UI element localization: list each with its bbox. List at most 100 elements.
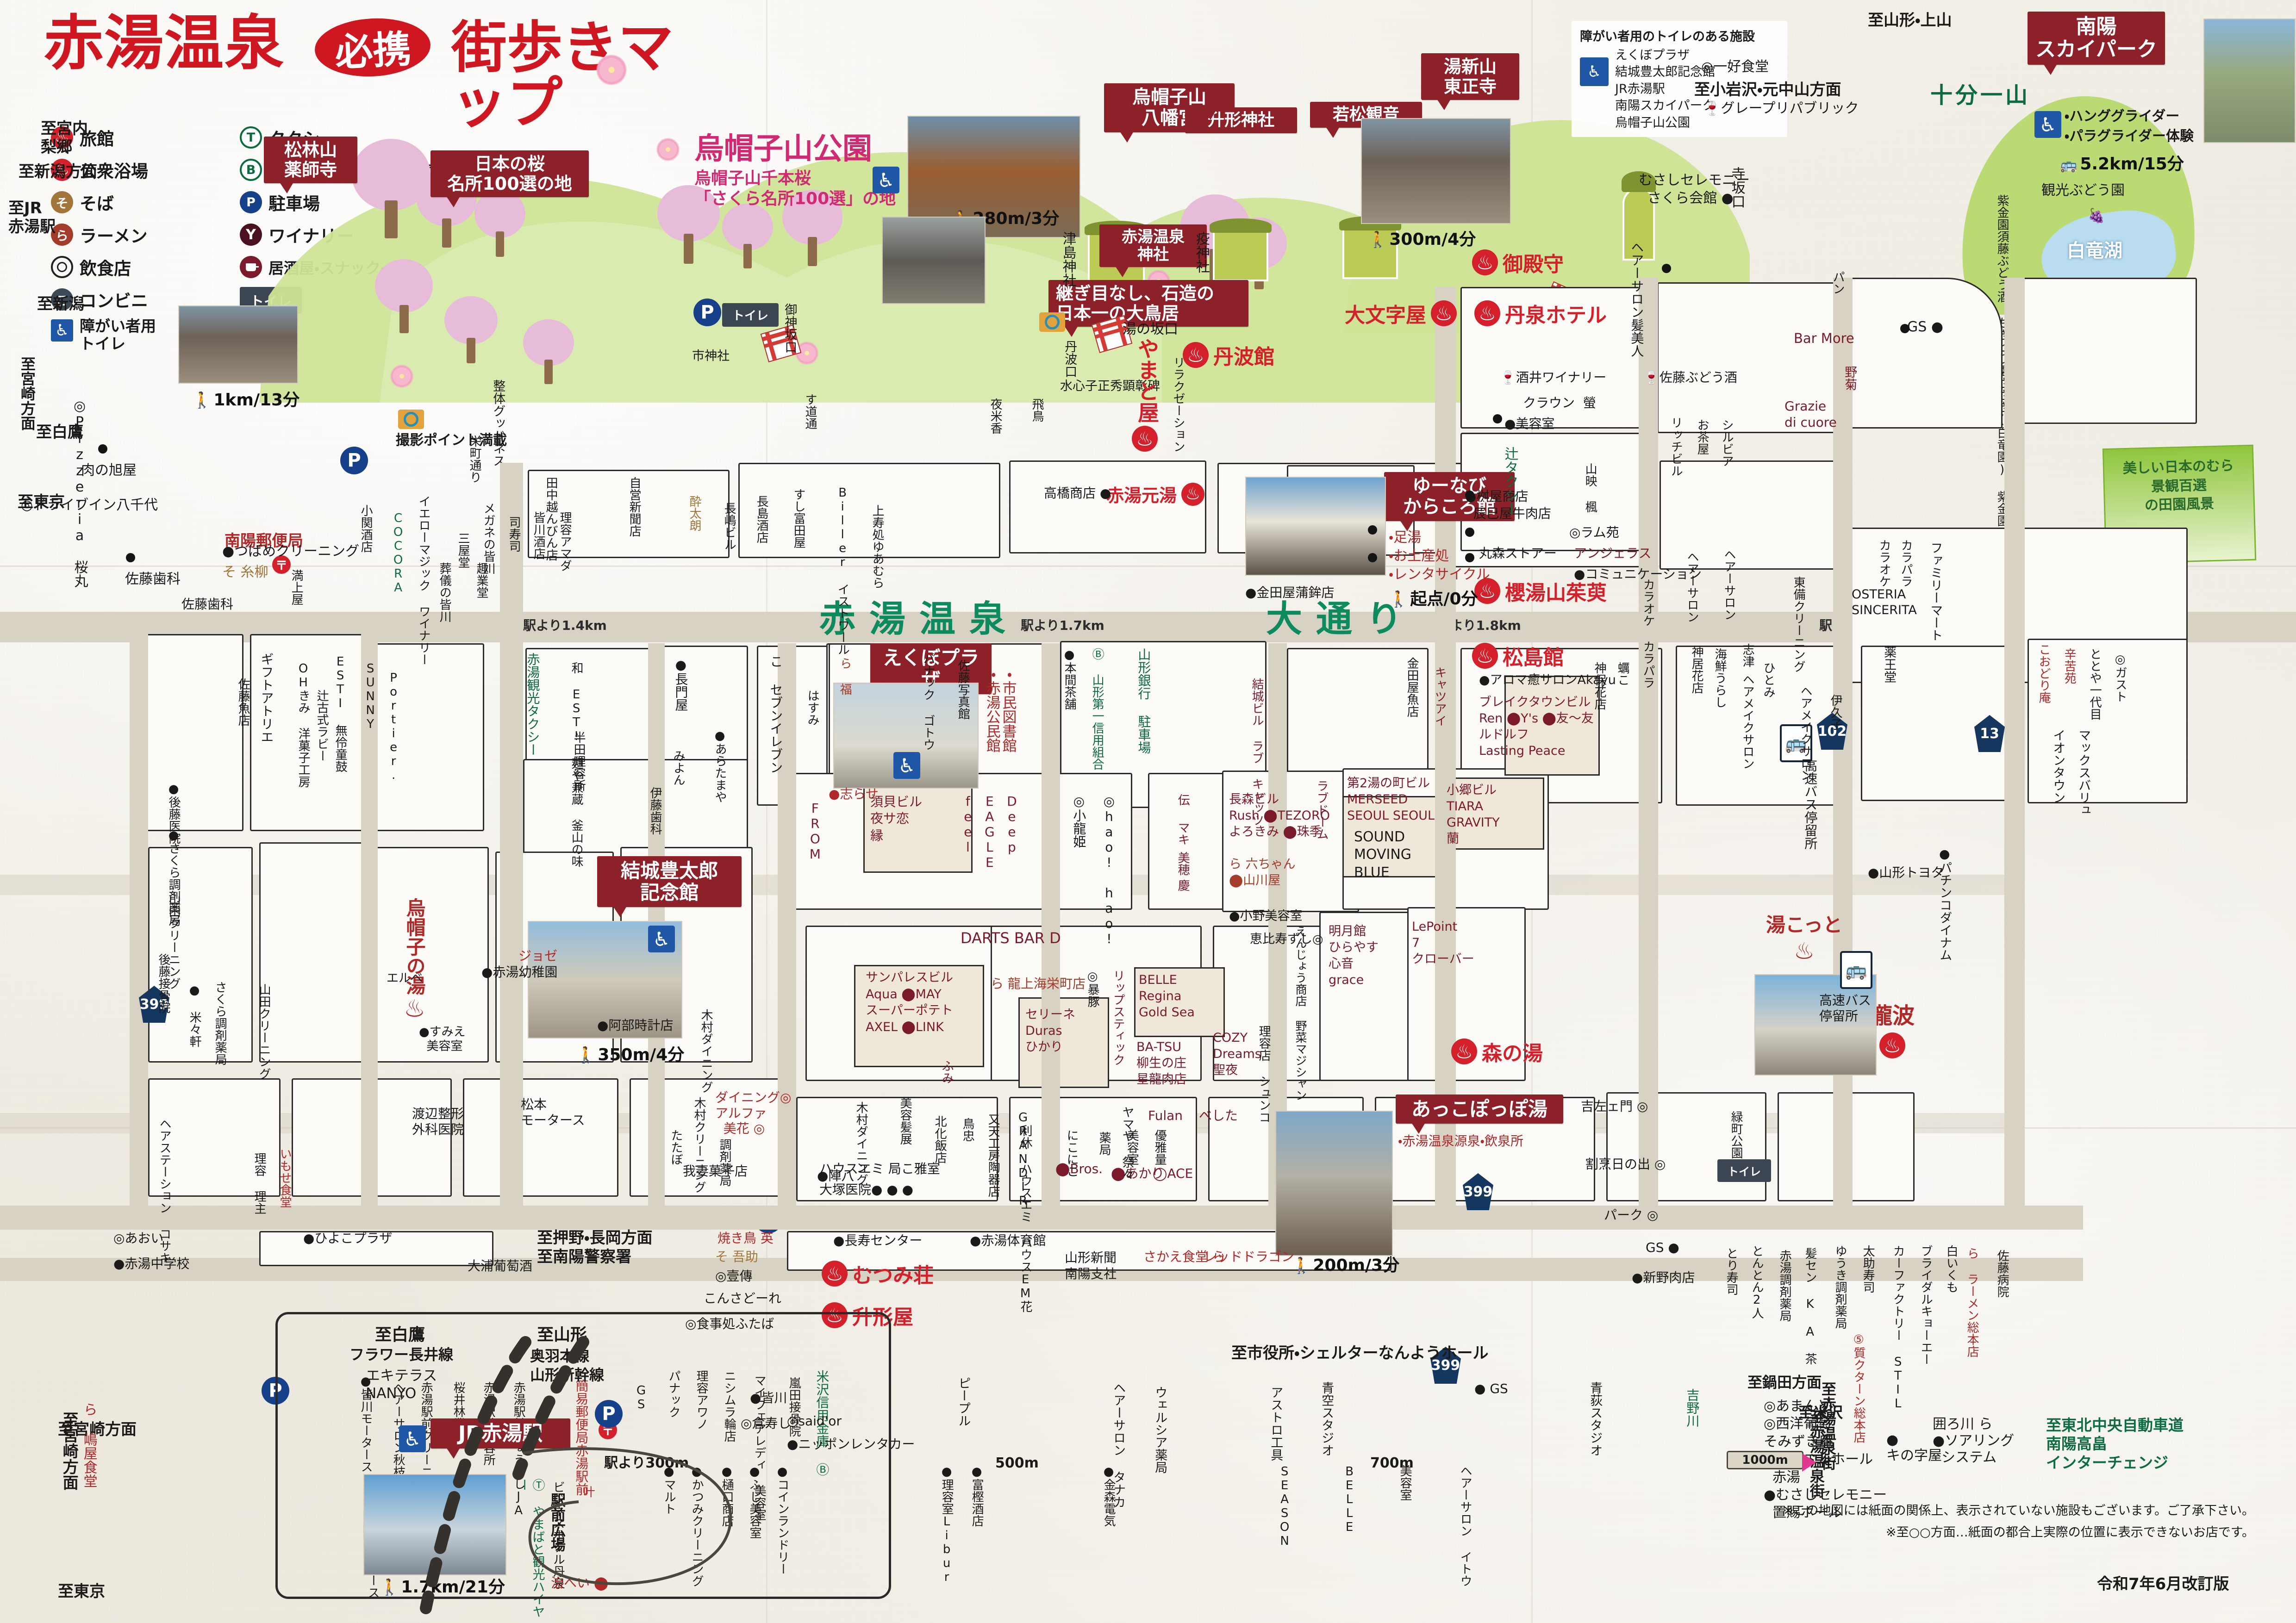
main-street-label-2: 大通り <box>1266 598 1416 640</box>
label-sanei-kaede: 山映 楓 <box>1583 463 1597 513</box>
label-tontonchan: とんとん2人 <box>1750 1245 1764 1319</box>
label-seitai-goodness: 整体グッドネス <box>491 379 505 467</box>
onsen-daimonjiya[interactable]: 大文字屋 <box>1345 298 1457 328</box>
onsen-label: 松島館 <box>1503 646 1564 670</box>
onsen-tansen-hotel[interactable]: 丹泉ホテル <box>1474 298 1607 328</box>
onsen-masugataya[interactable]: 升形屋 <box>822 1300 913 1330</box>
sakura-blossom-icon <box>657 139 679 160</box>
label-imose-shokudo: いもせ食堂 <box>278 1148 292 1208</box>
onsen-mori-no-yu[interactable]: 森の湯 <box>1451 1037 1543 1066</box>
label-minagawa-motors: ●皆川モータース <box>359 1374 373 1473</box>
label-sumie-beauty: ●すみえ 美容室 <box>419 1025 466 1054</box>
label-ebisu-sushi: 恵比寿ずし◎ <box>1250 932 1323 946</box>
city-block <box>738 463 1000 558</box>
onsen-icon <box>1474 300 1500 326</box>
onsen-yamatoya[interactable]: やまと屋 <box>1132 338 1162 452</box>
legend-label: 飲食店 <box>80 259 131 279</box>
label-jinja-flower: 神居花店 <box>1690 646 1704 694</box>
label-sato-hospital: 佐藤病院 <box>1995 1250 2009 1298</box>
label-sakura-pharmacy: ●さくら調剤薬局 <box>167 828 181 927</box>
legend-label: 障がい者用 トイレ <box>80 317 156 353</box>
label-ace: ◯ACE <box>1153 1166 1193 1181</box>
route-shield-399: 399 <box>1430 1347 1461 1384</box>
label-gs-bottom: GS <box>634 1384 649 1412</box>
label-ryuushanhai: ら 龍上海栄町店 <box>991 976 1086 991</box>
label-hair-salon: ヘアーサロン <box>1685 551 1699 623</box>
legend-item-accessible-toilet: 障がい者用 トイレ <box>51 317 156 363</box>
label-hair-station-kosaki: ヘアステーション コサキ <box>157 1118 172 1264</box>
taxi-icon: T <box>240 126 262 149</box>
label-biyou-mihana: 美容髪展 <box>898 1097 912 1145</box>
label-kanamori: ●金森電気 <box>1102 1465 1116 1527</box>
label-biyoushitsu: 美容室 <box>1125 1129 1139 1165</box>
onsen-label: 湯こっと <box>1766 914 1843 936</box>
legend-label: ラーメン <box>80 226 148 246</box>
post-office-icon: 〒 <box>272 555 291 574</box>
skypark-car-distance: 5.2km/15分 <box>2060 150 2184 174</box>
label-ramuen: ◎ラム苑 <box>1569 525 1619 540</box>
onsen-icon <box>51 159 73 181</box>
label-kakiko: 蠣こ <box>1616 662 1630 686</box>
label-akayu-pharmacy: 赤湯調剤薬局 <box>1778 1250 1792 1322</box>
onsen-tanbakan[interactable]: 丹波館 <box>1183 340 1274 370</box>
onsen-label: 烏帽子の湯 <box>403 898 426 995</box>
city-block <box>796 1097 998 1201</box>
label-cutsalon: ⑤質クターン総本店 <box>1852 1333 1866 1443</box>
page-title: 赤湯温泉 必携 街歩きマップ <box>44 14 706 131</box>
label-aratamaya: ●あらたまや <box>713 729 727 803</box>
onsen-mutsumiso[interactable]: むつみ荘 <box>822 1259 934 1288</box>
label-from: FROM <box>807 801 823 862</box>
label-aoi: ◎あおい <box>113 1231 164 1246</box>
onsen-sakurayu-sanshuyu[interactable]: 櫻湯山茱萸 <box>1474 576 1607 606</box>
label-crown-hotaru: クラウン 螢 <box>1523 395 1596 410</box>
label-shimaya-shokudo: ら 嶋屋食堂 <box>81 1402 97 1488</box>
label-abe-clock: ●阿部時計店 <box>597 1018 674 1033</box>
onsen-takinami[interactable]: 瀧波 <box>1870 997 1915 1058</box>
label-itoyanagi: そ 糸柳 <box>222 564 268 580</box>
label-tori-sushi: とり寿司 <box>1724 1247 1739 1295</box>
label-yamagata-shimbun: 山形新聞南陽支社 <box>1065 1250 1117 1281</box>
label-astro-tools: アストロ工具 <box>1268 1386 1283 1461</box>
label-people: ピープル <box>956 1377 971 1427</box>
label-karaoke-1: カラオケ <box>1877 539 1891 587</box>
label-flower-nagai-line: フラワー長井線 <box>349 1346 454 1363</box>
label-jiei-newspaper: 自営新聞店 <box>627 477 642 537</box>
label-matsuri: 又天工房陶器店 <box>986 1113 1000 1197</box>
label-juubunichi-mountain: 十分一山 <box>1930 82 2031 108</box>
label-yuugakan: 優雅量 <box>1153 1129 1167 1165</box>
label-sakai-winery: 🍷酒井ワイナリー <box>1500 370 1607 385</box>
label-bros: ⬤Bros. <box>1055 1161 1103 1176</box>
label-nippon-rentacar: ●ニッポンレンタカー <box>787 1436 915 1452</box>
callout-atsukopoppo-yu: あっこぽっぽ湯 <box>1396 1094 1563 1134</box>
onsen-eboshi-no-yu[interactable]: 烏帽子の湯 ♨ <box>400 898 429 1023</box>
building-block <box>1504 676 1600 776</box>
label-feel: feel <box>960 794 976 855</box>
label-akayu-sightseeing-taxi: 赤湯観光タクシー <box>525 653 541 756</box>
onsen-matsushimakan[interactable]: 松島館 <box>1472 641 1564 671</box>
vertical-road <box>361 629 378 1208</box>
label-elbe: エルベ <box>387 971 423 985</box>
soba-icon: そ <box>51 191 73 213</box>
direction-tokyo: 至東京 <box>18 493 65 511</box>
label-ikuko: 伊久子 <box>1828 694 1843 730</box>
label-aroma-salon-akayu: ●アロマ癒サロンAkayu <box>1479 673 1616 687</box>
onsen-label: 御殿守 <box>1503 253 1564 276</box>
label-tsukasa-sushi: 司寿司 <box>507 516 521 552</box>
label-jinpachi: ●陣八 <box>817 1168 855 1183</box>
onsen-label: 大文字屋 <box>1345 304 1426 327</box>
label-sato-dental-2: 佐藤歯科 <box>181 597 234 612</box>
label-nogiku: 野菊 <box>1842 366 1857 391</box>
bus-stop-icon: 🚌 <box>1780 724 1812 762</box>
vertical-road <box>1042 643 1060 1208</box>
onsen-gotenmori[interactable]: 御殿守 <box>1472 248 1564 277</box>
building-block <box>1018 997 1109 1088</box>
onsen-akayu-motoyu[interactable]: 赤湯元湯 <box>1106 481 1205 507</box>
label-riyou-awano: 理容アワノ <box>694 1370 709 1430</box>
onsen-yukotto[interactable]: 湯こっと ♨ <box>1766 909 1842 964</box>
footnote-2: ※至○○方面…紙面の都合上実際の位置に表示できないお店です。 <box>1885 1525 2254 1540</box>
vertical-road <box>778 643 796 1208</box>
wheelchair-toilet-icon: ♿ <box>648 926 675 952</box>
direction-tohoku-expressway: 至東北中央自動車道南陽高畠インターチェンジ <box>2046 1416 2184 1472</box>
